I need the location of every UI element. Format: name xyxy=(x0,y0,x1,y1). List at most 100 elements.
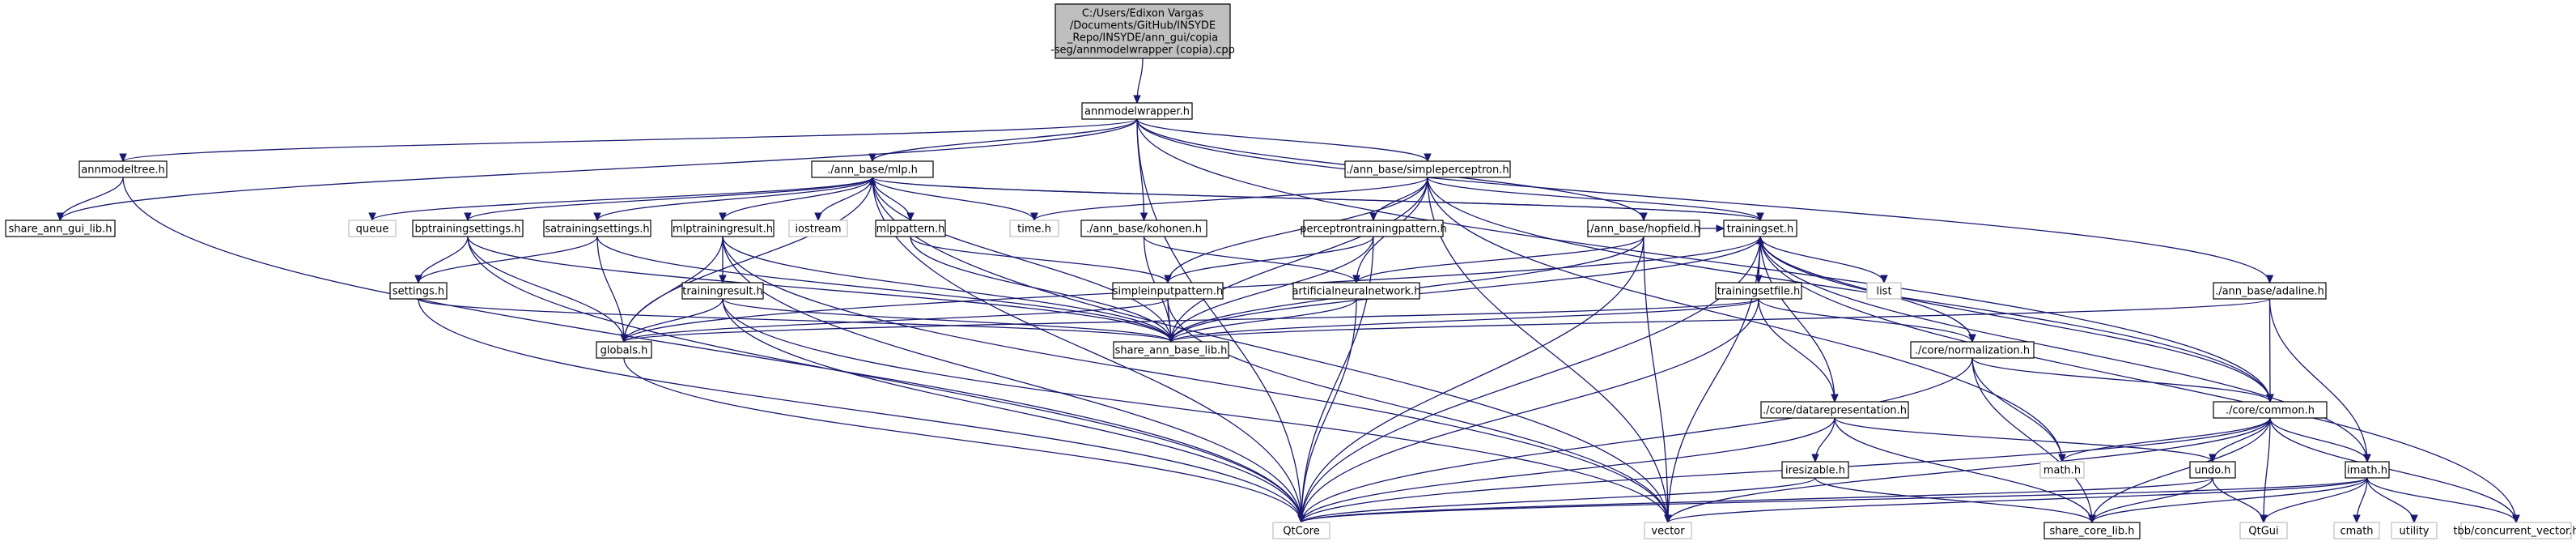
node-box xyxy=(2239,522,2288,539)
node-box xyxy=(788,220,848,237)
node-simpleperceptron[interactable]: ./ann_base/simpleperceptron.h xyxy=(1344,160,1511,178)
node-box xyxy=(412,220,524,237)
node-label: annmodeltree.h xyxy=(81,164,164,177)
node-box xyxy=(1009,220,1059,237)
edge-imath-to-QtGui xyxy=(2260,477,2368,524)
node-artificialneuralnetwork[interactable]: artificialneuralnetwork.h xyxy=(1292,282,1421,300)
edge-line xyxy=(722,177,873,221)
node-math[interactable]: math.h xyxy=(2039,461,2085,479)
node-trainingset[interactable]: trainingset.h xyxy=(1723,220,1797,237)
node-QtCore[interactable]: QtCore xyxy=(1272,522,1330,539)
node-cmath[interactable]: cmath xyxy=(2333,522,2380,539)
node-globals[interactable]: globals.h xyxy=(596,341,652,359)
edge-imath-to-concurrent_vector xyxy=(2366,477,2520,524)
node-bptrainingsettings[interactable]: bptrainingsettings.h xyxy=(412,220,524,237)
node-box xyxy=(1587,220,1700,237)
edge-simpleperceptron-to-trainingset xyxy=(1427,177,1764,222)
node-mlp[interactable]: ./ann_base/mlp.h xyxy=(811,160,934,178)
node-mlptrainingresult[interactable]: mlptrainingresult.h xyxy=(671,220,774,237)
node-share_ann_base_lib[interactable]: share_ann_base_lib.h xyxy=(1113,341,1229,359)
node-trainingresult[interactable]: trainingresult.h xyxy=(681,282,764,300)
node-box xyxy=(1644,522,1692,539)
node-box xyxy=(5,220,116,237)
node-utility[interactable]: utility xyxy=(2391,522,2438,539)
node-box xyxy=(681,282,764,300)
edge-line xyxy=(596,236,1172,343)
node-common[interactable]: ./core/common.h xyxy=(2213,401,2328,419)
node-vector[interactable]: vector xyxy=(1644,522,1692,539)
edge-common-to-vector xyxy=(1664,417,2271,524)
node-box xyxy=(1715,282,1802,300)
edge-imath-to-cmath xyxy=(2353,477,2368,524)
node-box xyxy=(1303,220,1444,237)
edge-datarepresentation-to-iresizable xyxy=(1811,417,1835,463)
node-label: ./ann_base/simpleperceptron.h xyxy=(1346,164,1509,177)
edge-line xyxy=(467,236,1302,523)
node-QtGui[interactable]: QtGui xyxy=(2239,522,2288,539)
edge-line xyxy=(872,177,1172,343)
node-label: ./ann_base/mlp.h xyxy=(827,164,918,177)
node-label: ./core/normalization.h xyxy=(1915,345,2030,357)
node-label: iresizable.h xyxy=(1785,465,1845,477)
edge-line xyxy=(1971,357,2063,463)
edge-trainingresult-to-QtCore xyxy=(722,298,1305,524)
edge-line xyxy=(1301,298,1357,523)
node-label: QtCore xyxy=(1283,526,1319,538)
edge-line xyxy=(467,236,1172,343)
node-concurrent_vector[interactable]: tbb/concurrent_vector.h xyxy=(2453,522,2576,539)
edge-line xyxy=(1427,177,1761,221)
node-share_core_lib[interactable]: share_core_lib.h xyxy=(2043,522,2141,539)
node-root[interactable]: C:/Users/Edixon Vargas/Documents/GitHub/… xyxy=(1050,3,1235,59)
node-list[interactable]: list xyxy=(1866,282,1902,300)
node-iostream[interactable]: iostream xyxy=(788,220,848,237)
node-label: mlppattern.h xyxy=(876,224,945,236)
edge-line xyxy=(1759,236,2517,523)
node-hopfield[interactable]: ./ann_base/hopfield.h xyxy=(1587,220,1700,237)
node-time[interactable]: time.h xyxy=(1009,220,1059,237)
node-normalization[interactable]: ./core/normalization.h xyxy=(1910,341,2035,359)
node-queue[interactable]: queue xyxy=(348,220,397,237)
node-annmodeltree[interactable]: annmodeltree.h xyxy=(79,160,168,178)
node-box xyxy=(811,160,934,178)
node-label: share_ann_base_lib.h xyxy=(1115,345,1228,357)
node-settings[interactable]: settings.h xyxy=(389,282,448,300)
node-iresizable[interactable]: iresizable.h xyxy=(1781,461,1849,479)
node-box xyxy=(2345,461,2390,479)
node-undo[interactable]: undo.h xyxy=(2189,461,2236,479)
edge-line xyxy=(1301,298,1759,523)
node-simpleinputpattern[interactable]: simpleinputpattern.h xyxy=(1112,282,1224,300)
edge-line xyxy=(1759,236,1885,284)
node-share_ann_gui_lib[interactable]: share_ann_gui_lib.h xyxy=(5,220,116,237)
node-adaline[interactable]: ./ann_base/adaline.h xyxy=(2213,282,2327,300)
node-annmodelwrapper[interactable]: annmodelwrapper.h xyxy=(1081,102,1193,120)
node-kohonen[interactable]: ./ann_base/kohonen.h xyxy=(1080,220,1207,237)
edge-layer xyxy=(56,58,2520,524)
node-label: trainingset.h xyxy=(1727,224,1794,236)
arrowhead xyxy=(1756,235,1764,245)
node-satrainingsettings[interactable]: satrainingsettings.h xyxy=(543,220,651,237)
node-trainingsetfile[interactable]: trainingsetfile.h xyxy=(1715,282,1802,300)
arrowhead xyxy=(1352,275,1360,284)
edge-trainingset-to-mlp xyxy=(868,176,1761,221)
edge-annmodelwrapper-to-share_ann_gui_lib xyxy=(56,118,1138,222)
edge-common-to-concurrent_vector xyxy=(2269,417,2520,524)
edge-common-to-QtGui xyxy=(2260,417,2271,524)
node-imath[interactable]: imath.h xyxy=(2345,461,2390,479)
node-datarepresentation[interactable]: ./core/datarepresentation.h xyxy=(1760,401,1909,419)
arrowhead xyxy=(1133,95,1141,104)
edge-line xyxy=(1667,477,2368,523)
edge-line xyxy=(596,177,873,221)
edge-root-to-annmodelwrapper xyxy=(1133,58,1144,104)
edge-mlp-to-satrainingsettings xyxy=(593,177,873,222)
arrowhead xyxy=(906,212,915,222)
edge-line xyxy=(1170,177,1428,343)
node-mlppattern[interactable]: mlppattern.h xyxy=(875,220,946,237)
arrowhead xyxy=(1424,153,1432,163)
node-perceptrontrainingpattern[interactable]: perceptrontrainingpattern.h xyxy=(1300,220,1447,237)
edge-simpleperceptron-to-time xyxy=(1030,177,1428,222)
arrowhead xyxy=(2209,454,2217,463)
edge-annmodeltree-to-share_ann_gui_lib xyxy=(56,177,124,222)
edge-line xyxy=(1759,236,2368,463)
edge-mlptrainingresult-to-vector xyxy=(722,236,1672,524)
arrowhead xyxy=(2058,454,2066,463)
